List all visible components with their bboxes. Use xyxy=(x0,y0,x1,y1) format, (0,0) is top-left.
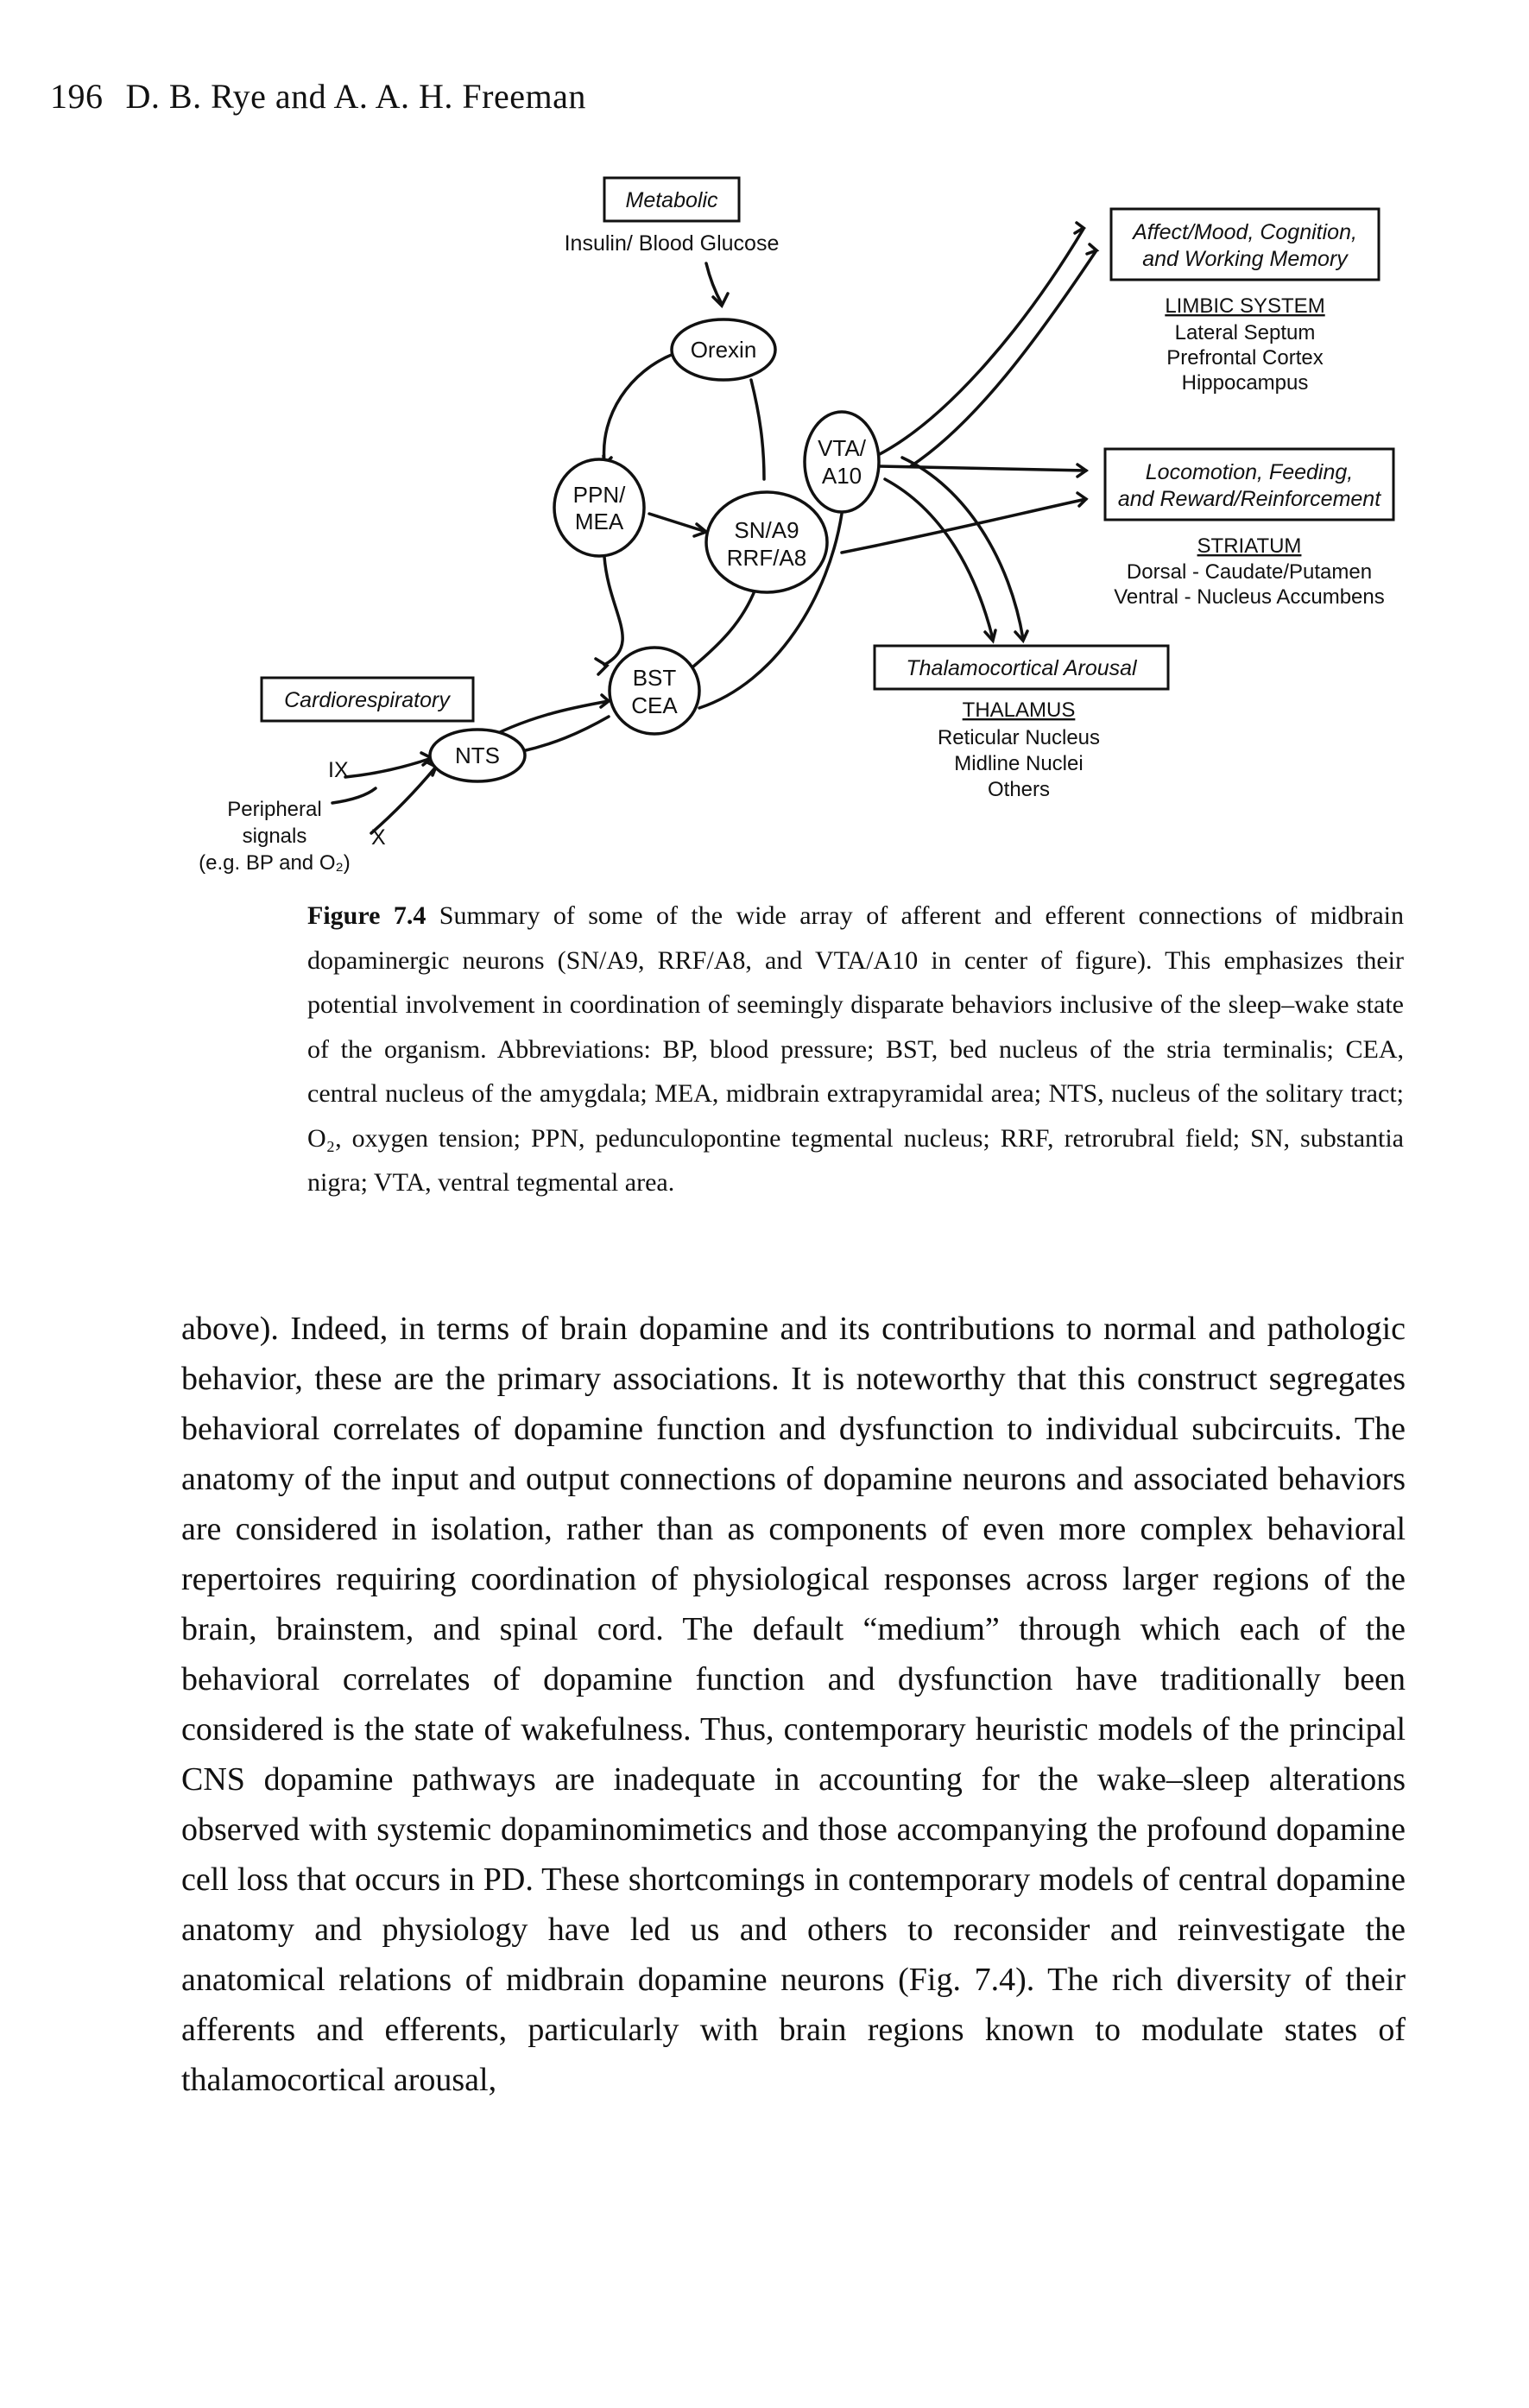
thalamus-item-1: Reticular Nucleus xyxy=(938,726,1100,749)
curve-vta-to-affect-1 xyxy=(875,227,1085,458)
curve-sn-to-locomotion xyxy=(840,497,1088,554)
limbic-item-1: Lateral Septum xyxy=(1175,321,1316,344)
ppn-node-line-2: MEA xyxy=(575,509,624,534)
curve-orexin-to-sn xyxy=(749,378,766,481)
limbic-item-2: Prefrontal Cortex xyxy=(1166,346,1323,370)
figure-caption: Figure 7.4 Summary of some of the wide a… xyxy=(307,894,1404,1205)
cardio-box xyxy=(260,676,475,723)
striatum-item-2: Ventral - Nucleus Accumbens xyxy=(1114,585,1385,609)
curve-vta-to-thalamus-1 xyxy=(883,477,995,641)
affect-box xyxy=(1109,207,1381,281)
ppn-node xyxy=(553,458,646,558)
striatum-title: STRIATUM xyxy=(1197,534,1302,558)
bst-node-line-2: CEA xyxy=(631,692,678,718)
curve-bst-to-nts xyxy=(521,715,610,753)
affect-box-line-2: and Working Memory xyxy=(1142,247,1349,271)
ix-label: IX xyxy=(328,758,349,782)
thalamus-item-3: Others xyxy=(988,778,1050,801)
sn-node xyxy=(704,490,829,594)
running-authors: D. B. Rye and A. A. H. Freeman xyxy=(125,77,586,116)
striatum-item-1: Dorsal - Caudate/Putamen xyxy=(1127,560,1372,584)
sn-node-line-1: SN/A9 xyxy=(734,517,799,543)
curve-x-to-nts xyxy=(370,765,438,835)
locomotion-box-line-1: Locomotion, Feeding, xyxy=(1146,460,1353,484)
running-header: 196 D. B. Rye and A. A. H. Freeman xyxy=(50,76,586,117)
ppn-node-line-1: PPN/ xyxy=(573,482,626,508)
affect-box-line-1: Affect/Mood, Cognition, xyxy=(1131,220,1357,244)
curve-sn-to-bst xyxy=(692,587,757,668)
curve-vta-to-affect-2 xyxy=(909,249,1098,468)
curve-orexin-to-ppn xyxy=(602,352,675,464)
metabolic-box-label: Metabolic xyxy=(626,188,718,212)
peripheral-line-2: signals xyxy=(243,825,307,848)
nts-node-label: NTS xyxy=(455,743,500,768)
limbic-title: LIMBIC SYSTEM xyxy=(1165,294,1324,318)
insulin-label: Insulin/ Blood Glucose xyxy=(565,231,780,256)
thalamus-title: THALAMUS xyxy=(963,698,1076,722)
vta-node xyxy=(803,410,881,514)
figure-caption-label: Figure 7.4 xyxy=(307,901,426,930)
metabolic-box xyxy=(603,176,741,223)
locomotion-box xyxy=(1103,447,1395,521)
orexin-node-label: Orexin xyxy=(691,337,757,363)
curve-peripheral-pointer xyxy=(331,787,377,805)
curve-glucose-to-orexin xyxy=(704,262,723,306)
dopamine-connectivity-diagram: Metabolic Insulin/ Blood Glucose Affect/… xyxy=(199,176,1395,875)
curve-vta-to-bst xyxy=(698,512,843,710)
curve-vta-to-thalamus-2 xyxy=(900,456,1025,641)
cardio-box-label: Cardiorespiratory xyxy=(284,688,451,712)
thalamocortical-box-label: Thalamocortical Arousal xyxy=(906,656,1138,680)
curve-ppn-to-sn xyxy=(648,512,708,534)
peripheral-line-1: Peripheral xyxy=(227,798,321,821)
curve-ppn-to-bst xyxy=(603,555,624,667)
curve-vta-to-locomotion xyxy=(877,465,1088,472)
peripheral-line-3: (e.g. BP and O₂) xyxy=(199,851,351,875)
bst-node xyxy=(608,646,701,736)
bst-node-line-1: BST xyxy=(633,665,677,691)
locomotion-box-line-2: and Reward/Reinforcement xyxy=(1118,487,1381,511)
thalamocortical-box xyxy=(873,644,1170,691)
thalamus-item-2: Midline Nuclei xyxy=(954,752,1083,775)
figure-caption-text: Summary of some of the wide array of aff… xyxy=(307,901,1405,1197)
body-paragraph: above). Indeed, in terms of brain dopami… xyxy=(181,1311,1406,2098)
x-label: X xyxy=(371,825,386,850)
vta-node-line-1: VTA/ xyxy=(818,435,867,461)
limbic-item-3: Hippocampus xyxy=(1182,371,1309,395)
nts-node xyxy=(428,728,527,783)
curve-ix-to-nts xyxy=(344,756,433,779)
sn-node-line-2: RRF/A8 xyxy=(727,545,806,571)
orexin-node xyxy=(670,318,777,382)
vta-node-line-2: A10 xyxy=(822,463,862,489)
page-number: 196 xyxy=(50,77,104,116)
